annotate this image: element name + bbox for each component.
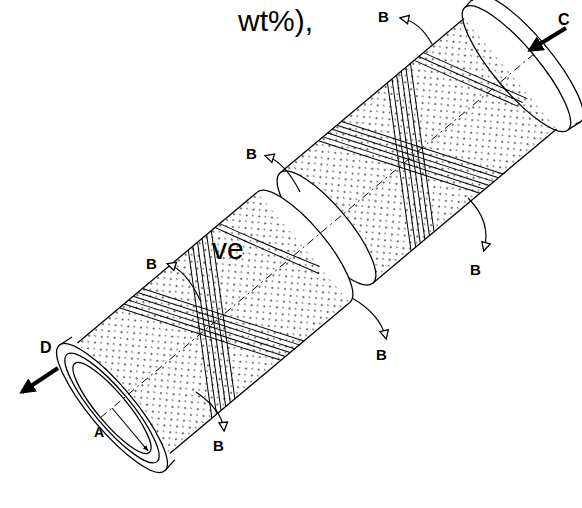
flow-label: B bbox=[378, 9, 389, 24]
slide-text: ve bbox=[212, 234, 244, 264]
flow-label: B bbox=[376, 347, 387, 362]
flow-label: B bbox=[246, 146, 257, 161]
flow-label: B bbox=[213, 438, 224, 453]
outlet-label: D bbox=[40, 340, 52, 356]
inlet-label: C bbox=[558, 12, 570, 28]
slide-text: wt%), bbox=[238, 6, 313, 36]
axis-label: A bbox=[94, 425, 104, 439]
flow-label: B bbox=[146, 256, 157, 271]
flow-label: B bbox=[470, 262, 481, 277]
